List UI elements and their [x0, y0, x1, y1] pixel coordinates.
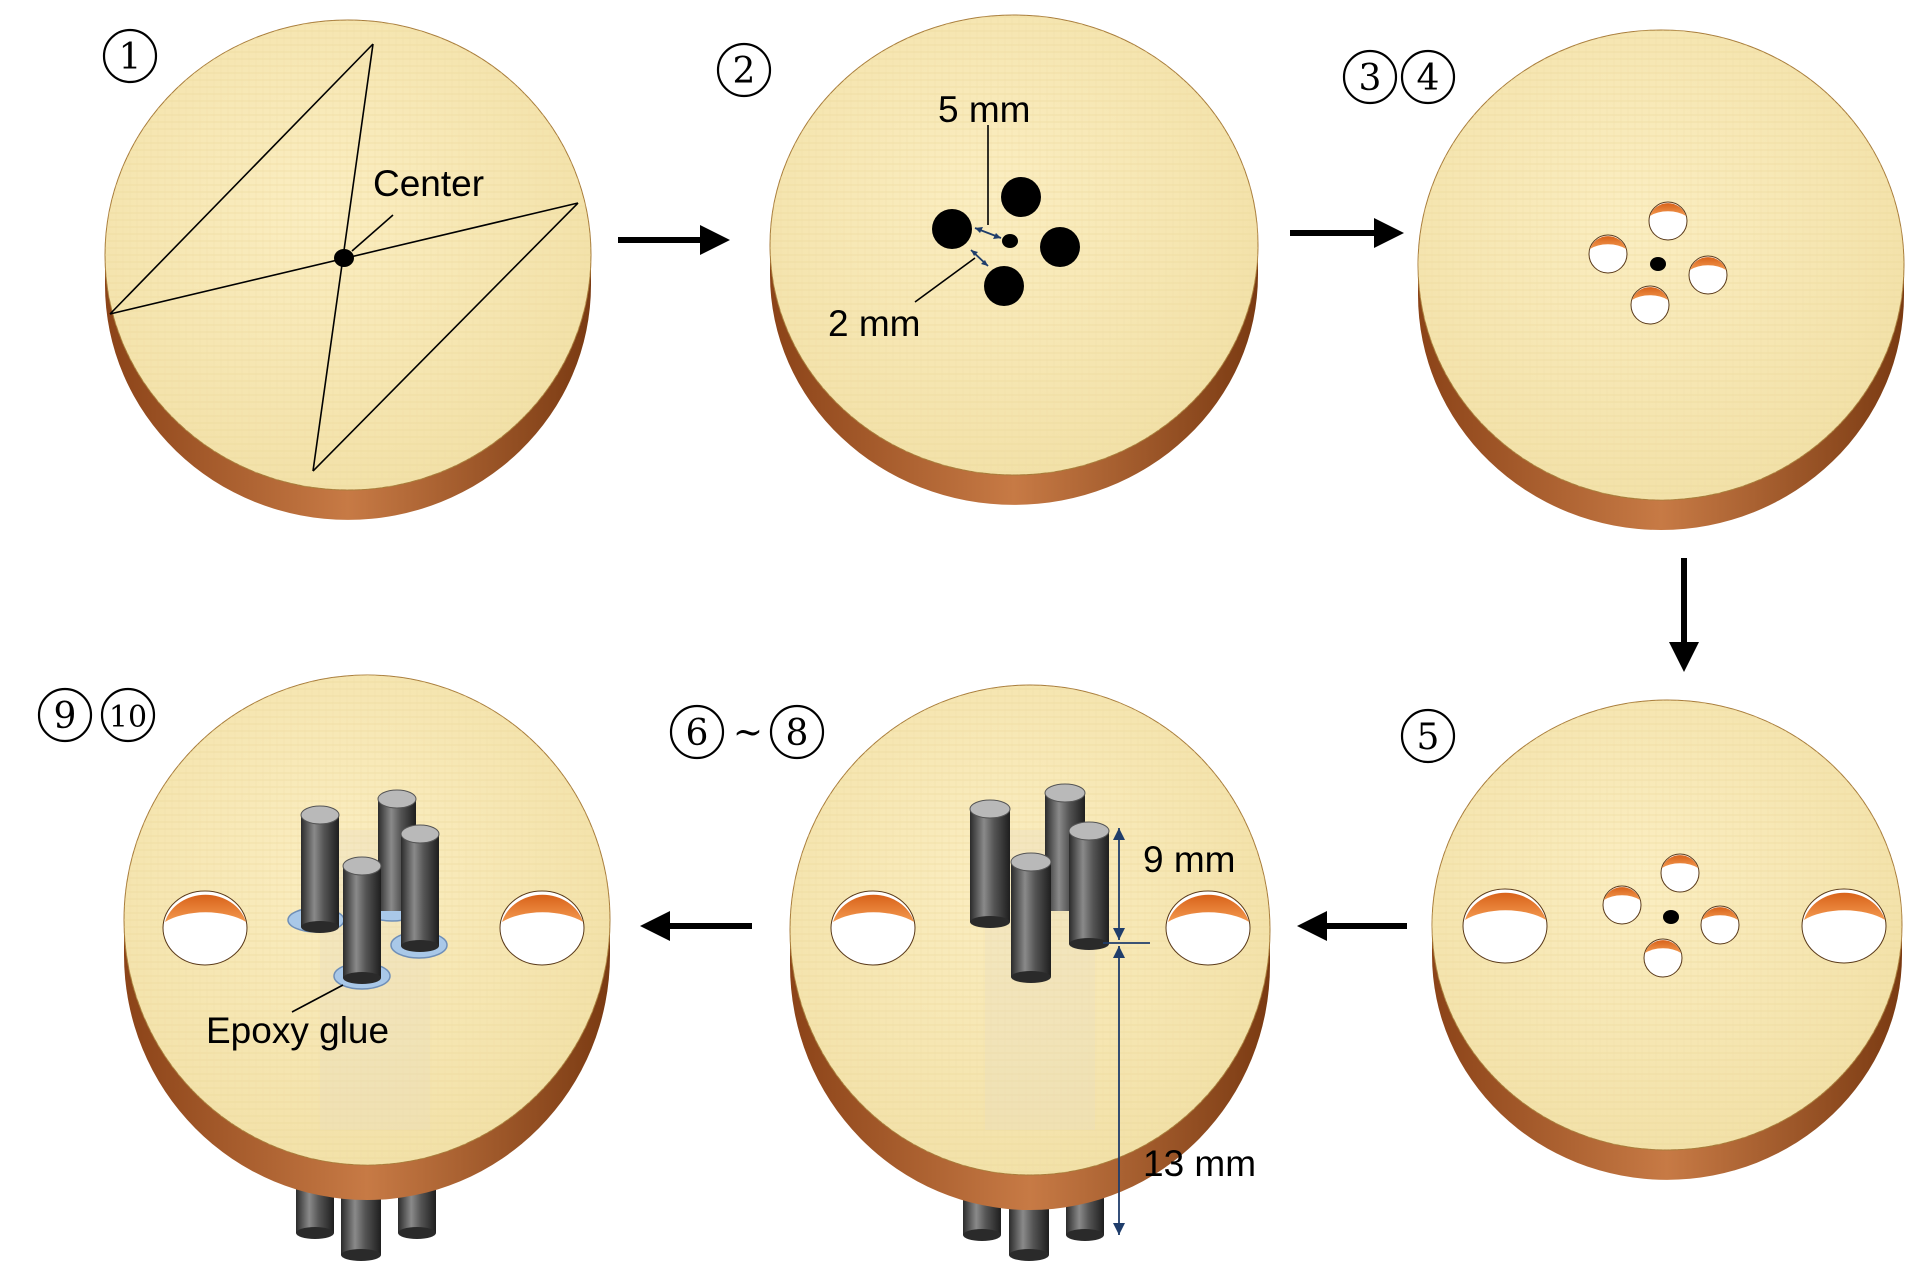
upper-length-label: 9 mm: [1143, 839, 1236, 880]
svg-text:2: 2: [733, 51, 756, 92]
drilled-hole: [1688, 255, 1728, 295]
marked-hole: [932, 209, 972, 249]
drilled-hole: [1643, 938, 1683, 978]
step-marker-8: 8: [769, 704, 825, 760]
flow-arrow-1-to-2: [618, 225, 730, 255]
step-marker-5: 5: [1400, 708, 1456, 764]
svg-text:9: 9: [54, 696, 77, 737]
flow-arrow-8-to-9: [640, 911, 752, 941]
step-marker-9: 9: [37, 687, 93, 743]
step-marker-6: 6: [669, 704, 725, 760]
center-point: [1002, 234, 1018, 248]
large-hole: [830, 890, 916, 966]
drilled-hole: [1660, 853, 1700, 893]
step-marker-1: 1: [102, 28, 158, 84]
drilled-hole: [1630, 285, 1670, 325]
step-marker-10: 10: [100, 687, 156, 743]
diagonal-line: [312, 202, 579, 472]
disc-step-1: Center: [104, 19, 592, 520]
step-marker-2: 2: [716, 42, 772, 98]
center-point: [334, 249, 354, 267]
center-point: [1663, 910, 1679, 924]
gap-leader-line: [914, 257, 976, 303]
disc-step-5: [1431, 699, 1903, 1180]
epoxy-label: Epoxy glue: [206, 1010, 389, 1051]
marked-hole: [984, 266, 1024, 306]
svg-text:8: 8: [786, 713, 809, 754]
epoxy-leader-line: [291, 984, 344, 1013]
svg-text:10: 10: [109, 700, 147, 735]
marked-hole: [1001, 177, 1041, 217]
marked-hole: [1040, 227, 1080, 267]
large-hole: [1165, 890, 1251, 966]
disc-step-3-4: [1417, 29, 1905, 530]
large-hole: [1462, 888, 1548, 964]
spacing-label: 5 mm: [938, 89, 1031, 130]
rod: [1068, 821, 1110, 950]
rod: [969, 799, 1011, 928]
disc-step-6-8: 9 mm 13 mm: [789, 684, 1271, 1261]
large-hole: [499, 890, 585, 966]
step-range-separator: ~: [733, 712, 763, 753]
svg-text:1: 1: [119, 37, 142, 78]
disc-step-2: 5 mm 2 mm: [769, 14, 1259, 505]
svg-text:5: 5: [1417, 717, 1440, 758]
rod: [400, 824, 440, 952]
center-point: [1650, 257, 1666, 271]
step-marker-4: 4: [1400, 49, 1456, 105]
rod: [1010, 852, 1052, 983]
diagonal-line: [109, 43, 374, 315]
lower-length-label: 13 mm: [1143, 1143, 1256, 1184]
step-marker-3: 3: [1342, 49, 1398, 105]
large-hole: [1801, 888, 1887, 964]
rod: [342, 856, 382, 984]
disc-step-9-10: Epoxy glue: [123, 674, 611, 1261]
center-leader-line: [351, 214, 394, 252]
center-label: Center: [373, 163, 484, 204]
drilled-hole: [1648, 201, 1688, 241]
svg-text:3: 3: [1359, 58, 1382, 99]
drilled-hole: [1588, 234, 1628, 274]
drilled-hole: [1602, 885, 1642, 925]
rod: [300, 805, 340, 933]
flow-arrow-5-to-6: [1297, 911, 1407, 941]
svg-text:6: 6: [686, 713, 709, 754]
large-hole: [162, 890, 248, 966]
drilled-hole: [1700, 905, 1740, 945]
gap-label: 2 mm: [828, 303, 921, 344]
svg-text:4: 4: [1417, 58, 1440, 99]
flow-arrow-2-to-3: [1290, 218, 1404, 248]
flow-arrow-4-to-5: [1669, 558, 1699, 672]
